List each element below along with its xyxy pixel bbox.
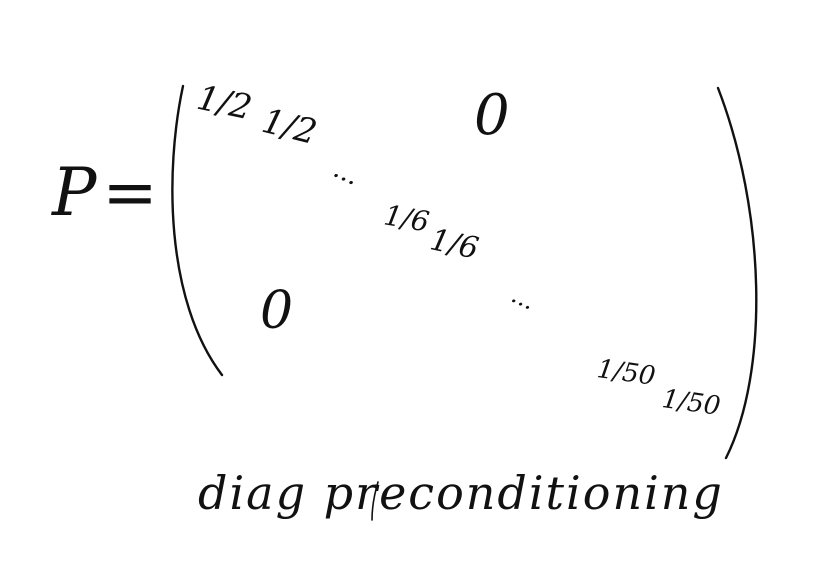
right-bracket (716, 86, 758, 460)
diagonal-entry-3: 1/6 (381, 198, 432, 239)
matrix-symbol-p: P= (52, 154, 164, 231)
upper-zero: 0 (474, 83, 510, 148)
diagonal-entry-6: 1/50 (660, 384, 723, 422)
lower-zero: 0 (260, 281, 294, 341)
caption-underline-stroke (371, 481, 379, 521)
caption-text: diag preconditioning (198, 466, 724, 520)
left-bracket (171, 84, 224, 377)
diagonal-entry-5: 1/50 (595, 354, 658, 392)
diagonal-entry-1: 1/2 (193, 77, 256, 129)
